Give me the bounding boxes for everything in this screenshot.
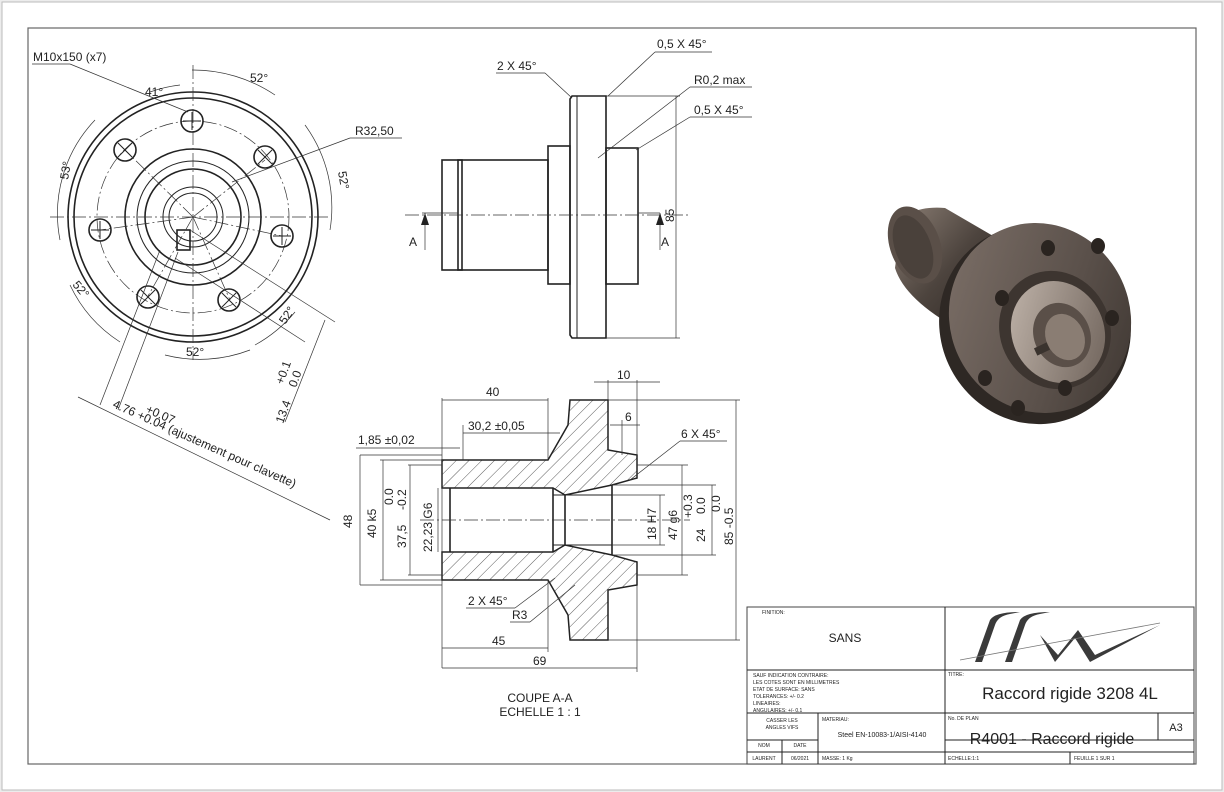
side-view: 2 X 45° 0,5 X 45° R0,2 max 0,5 X 45° 85 … [405,37,752,339]
len-10-label: 10 [617,368,631,382]
angle-label-53: 53° [57,160,74,181]
plan-label: No. DE PLAN [948,716,979,722]
dia-85-tol-upper: 0.0 [709,495,723,512]
dia-48-label: 48 [341,514,355,528]
dia-2223-label: 22,23 G6 [421,502,435,552]
date-value: 06/2021 [791,756,809,762]
titre-value: Raccord rigide 3208 4L [982,684,1158,703]
note-line-3: ETAT DE SURFACE: SANS [753,687,815,693]
dia-40-label: 40 k5 [365,508,379,538]
dia-18-label: 18 H7 [645,508,659,540]
side-chamfer-top-label: 0,5 X 45° [657,37,707,51]
angle-label-41: 41° [145,85,163,99]
note-line-4: TOLERANCES: +/- 0.2 [753,694,804,700]
note-line-5: LINEAIRES: [753,701,781,707]
echelle-value: ECHELLE:1:1 [948,756,979,762]
format-value: A3 [1169,722,1182,734]
feuille-value: FEUILLE 1 SUR 1 [1074,756,1115,762]
side-fillet-label: R0,2 max [694,73,745,87]
angle-label-52-top: 52° [250,71,268,85]
dia-375-label: 37,5 [395,524,409,548]
bolt-hole-2 [113,138,137,162]
section-caption-line1: COUPE A-A [507,691,572,705]
len-6-label: 6 [625,410,632,424]
radius-label: R32,50 [355,124,394,138]
angle-label-52-right: 52° [335,170,352,190]
bolt-hole-5 [270,224,294,248]
date-label: DATE [794,743,808,749]
len-185-label: 1,85 ±0,02 [358,433,415,447]
edges-label-2: ANGLES VIFS [766,725,799,731]
chamfer-6-label: 6 X 45° [681,427,721,441]
title-block: FINITION: SANS SAUF INDICATION CONTRAIRE… [746,606,1195,765]
dia-24-label: 24 [694,528,708,542]
titre-label: TITRE: [948,672,964,678]
section-caption-line2: ECHELLE 1 : 1 [499,705,581,719]
note-line-6: ANGULAIRES: +/- 0.1 [753,708,803,714]
keyway-depth-tolerance-lower: 0.0 [286,368,305,389]
nom-label: NOM [758,743,770,749]
dia-24-tol-upper: +0.3 [681,494,695,518]
plan-value: R4001 - Raccord rigide [970,731,1135,748]
hole-callout-label: M10x150 (x7) [33,50,106,64]
finition-label: FINITION: [762,610,785,616]
section-view: 40 30,2 ±0,05 1,85 ±0,02 10 6 6 X 45° 48… [341,368,740,719]
dia-47-label: 47 g6 [666,510,680,540]
dia-85-label: 85 -0.5 [722,507,736,545]
bolt-hole-3 [253,145,277,169]
note-line-2: LES COTES SONT EN MILLIMETRES [753,680,840,686]
dia-375-tol-upper: 0.0 [382,488,396,505]
nom-value: LAURENT [752,756,775,762]
finition-value: SANS [829,631,862,645]
dia-24-tol-lower: 0.0 [694,497,708,514]
bolt-hole-4 [88,218,112,242]
radius-r3-label: R3 [512,608,528,622]
dia-375-tol-lower: -0.2 [395,489,409,510]
len-45-label: 45 [492,634,506,648]
materiau-value: Steel EN-10083-1/AISI-4140 [838,732,927,739]
section-marker-right: A [661,235,669,249]
masse-value: MASSE: 1 Kg [822,756,853,762]
len-40-label: 40 [486,385,500,399]
section-marker-left: A [409,235,417,249]
side-chamfer-left-label: 2 X 45° [497,59,537,73]
side-chamfer-right-label: 0,5 X 45° [694,103,744,117]
section-lower-hatch [441,544,638,641]
materiau-label: MATERIAU: [822,717,849,723]
drawing-frame [27,27,1197,765]
bolt-hole-1 [180,109,204,133]
len-69-label: 69 [533,654,547,668]
edges-label-1: CASSER LES [766,718,798,724]
angle-label-52-bottom: 52° [186,345,204,359]
len-30-label: 30,2 ±0,05 [468,419,525,433]
side-height-label: 85 [663,208,677,222]
note-line-1: SAUF INDICATION CONTRAIRE: [753,673,828,679]
chamfer-2x45-label: 2 X 45° [468,594,508,608]
isometric-render [887,206,1132,425]
